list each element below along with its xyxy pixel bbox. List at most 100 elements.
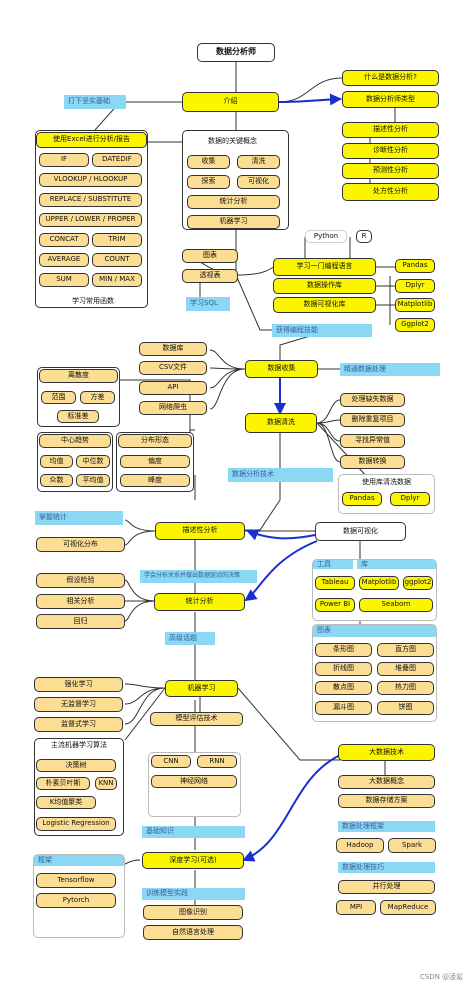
collection-csv[interactable]: CSV文件 (139, 361, 207, 375)
dispersion-title[interactable]: 离散度 (39, 369, 118, 383)
dl-title[interactable]: 深度学习(可选) (142, 852, 244, 869)
analyst-type-diagnostic[interactable]: 诊断性分析 (342, 143, 439, 159)
collection-api[interactable]: API (139, 381, 207, 395)
framework-pytorch[interactable]: Pytorch (36, 893, 116, 908)
cleaning-missing[interactable]: 处理缺失数据 (340, 393, 405, 407)
excel-func-upper[interactable]: UPPER / LOWER / PROPER (39, 213, 142, 227)
cleaning-transform[interactable]: 数据转换 (340, 455, 405, 469)
dl-neural-net[interactable]: 神经网络 (151, 775, 237, 788)
dl-rnn[interactable]: RNN (197, 755, 237, 768)
viz-chart-bar[interactable]: 条形图 (315, 643, 372, 657)
viz-chart-histogram[interactable]: 直方图 (377, 643, 434, 657)
analyst-type-prescriptive[interactable]: 处方性分析 (342, 183, 439, 201)
collection-scraper[interactable]: 网络爬虫 (139, 401, 207, 415)
lib-ggplot2[interactable]: Ggplot2 (395, 318, 435, 332)
stats-regression[interactable]: 回归 (36, 614, 125, 629)
stats-title[interactable]: 统计分析 (154, 593, 245, 611)
excel-func-vlookup[interactable]: VLOOKUP / HLOOKUP (39, 173, 142, 187)
central-mode[interactable]: 众数 (40, 474, 73, 487)
lib-matplotlib[interactable]: Matplotlib (395, 298, 435, 312)
excel-title[interactable]: 使用Excel进行分析/报告 (36, 132, 147, 148)
concept-explore[interactable]: 探索 (187, 175, 230, 189)
intro-node[interactable]: 介绍 (182, 92, 279, 112)
excel-func-count[interactable]: COUNT (92, 253, 142, 267)
ml-algo-nb[interactable]: 朴素贝叶斯 (36, 777, 90, 790)
cleaning-title[interactable]: 数据清洗 (245, 413, 317, 433)
pivot-node[interactable]: 透视表 (182, 269, 238, 283)
lib-dplyr[interactable]: Dplyr (395, 279, 435, 293)
ml-algo-logistic[interactable]: Logistic Regression (36, 817, 116, 831)
chart-node[interactable]: 图表 (182, 249, 238, 263)
viz-lib-seaborn[interactable]: Seaborn (359, 598, 433, 612)
excel-func-sum[interactable]: SUM (39, 273, 89, 287)
descriptive-title[interactable]: 描述性分析 (155, 522, 245, 540)
concept-collect[interactable]: 收集 (187, 155, 230, 169)
stats-correlation[interactable]: 相关分析 (36, 594, 125, 609)
viz-title[interactable]: 数据可视化 (315, 522, 406, 541)
r-node[interactable]: R (356, 230, 372, 243)
dispersion-std[interactable]: 标准差 (57, 410, 99, 423)
viz-chart-heatmap[interactable]: 热力图 (377, 681, 434, 695)
viz-lib-ggplot2[interactable]: ggplot2 (403, 576, 433, 590)
ml-algo-kmeans[interactable]: K均值聚类 (36, 796, 96, 809)
excel-func-trim[interactable]: TRIM (92, 233, 142, 247)
cleaning-duplicates[interactable]: 删除重复项目 (340, 413, 405, 427)
ml-reinforcement[interactable]: 强化学习 (34, 677, 123, 692)
bigdata-concept[interactable]: 大数据概念 (338, 775, 435, 789)
central-average[interactable]: 平均值 (76, 474, 110, 487)
concept-clean[interactable]: 清洗 (237, 155, 280, 169)
python-node[interactable]: Python (305, 230, 347, 243)
bigdata-mpi[interactable]: MPI (336, 900, 376, 915)
central-title[interactable]: 中心趋势 (39, 434, 111, 448)
ml-title[interactable]: 机器学习 (165, 680, 238, 697)
bigdata-mapreduce[interactable]: MapReduce (380, 900, 436, 915)
concept-ml[interactable]: 机器学习 (187, 215, 280, 229)
train-image[interactable]: 图像识别 (143, 905, 243, 920)
ml-algo-knn[interactable]: KNN (95, 777, 117, 790)
cleaning-outliers[interactable]: 寻找异常值 (340, 434, 405, 448)
descriptive-viz-dist[interactable]: 可视化分布 (36, 537, 125, 552)
viz-chart-stacked[interactable]: 堆叠图 (377, 662, 434, 676)
dl-cnn[interactable]: CNN (151, 755, 191, 768)
viz-chart-pie[interactable]: 饼图 (377, 701, 434, 715)
central-median[interactable]: 中位数 (76, 455, 110, 468)
analyst-type-predictive[interactable]: 预测性分析 (342, 163, 439, 179)
collection-title[interactable]: 数据收集 (245, 360, 318, 378)
analyst-type-descriptive[interactable]: 描述性分析 (342, 122, 439, 138)
viz-chart-line[interactable]: 折线图 (315, 662, 372, 676)
lib-pandas[interactable]: Pandas (395, 259, 435, 273)
bigdata-parallel[interactable]: 并行处理 (338, 880, 435, 894)
shape-kurtosis[interactable]: 峰度 (120, 474, 190, 487)
excel-func-if[interactable]: IF (39, 153, 89, 167)
data-viz-libs[interactable]: 数据可视化库 (273, 297, 376, 313)
dispersion-range[interactable]: 范围 (41, 391, 76, 404)
excel-func-replace[interactable]: REPLACE / SUBSTITUTE (39, 193, 142, 207)
collection-database[interactable]: 数据库 (139, 342, 207, 356)
viz-chart-scatter[interactable]: 散点图 (315, 681, 372, 695)
concept-visualize[interactable]: 可视化 (237, 175, 280, 189)
central-mean[interactable]: 均值 (40, 455, 73, 468)
what-is-analysis-node[interactable]: 什么是数据分析? (342, 70, 439, 86)
stats-hypothesis[interactable]: 假设检验 (36, 573, 125, 588)
bigdata-title[interactable]: 大数据技术 (338, 744, 435, 761)
ml-eval[interactable]: 模型评估技术 (150, 712, 243, 726)
shape-title[interactable]: 分布形态 (118, 434, 192, 448)
bigdata-spark[interactable]: Spark (388, 838, 436, 853)
cleaning-lib-dplyr[interactable]: Dplyr (390, 492, 430, 506)
ml-supervised[interactable]: 监督式学习 (34, 717, 123, 732)
viz-lib-matplotlib[interactable]: Matplotlib (359, 576, 399, 590)
analyst-types-node[interactable]: 数据分析师类型 (342, 91, 439, 108)
ml-algo-tree[interactable]: 决策树 (36, 759, 116, 772)
excel-func-average[interactable]: AVERAGE (39, 253, 89, 267)
viz-chart-funnel[interactable]: 漏斗图 (315, 701, 372, 715)
ml-unsupervised[interactable]: 无监督学习 (34, 697, 123, 712)
bigdata-hadoop[interactable]: Hadoop (336, 838, 384, 853)
excel-func-concat[interactable]: CONCAT (39, 233, 89, 247)
cleaning-lib-pandas[interactable]: Pandas (342, 492, 382, 506)
excel-func-datedif[interactable]: DATEDIF (92, 153, 142, 167)
bigdata-storage[interactable]: 数据存储方案 (338, 794, 435, 808)
viz-tool-powerbi[interactable]: Power BI (315, 598, 355, 612)
dispersion-variance[interactable]: 方差 (80, 391, 115, 404)
framework-tensorflow[interactable]: Tensorflow (36, 873, 116, 888)
excel-func-minmax[interactable]: MIN / MAX (92, 273, 142, 287)
